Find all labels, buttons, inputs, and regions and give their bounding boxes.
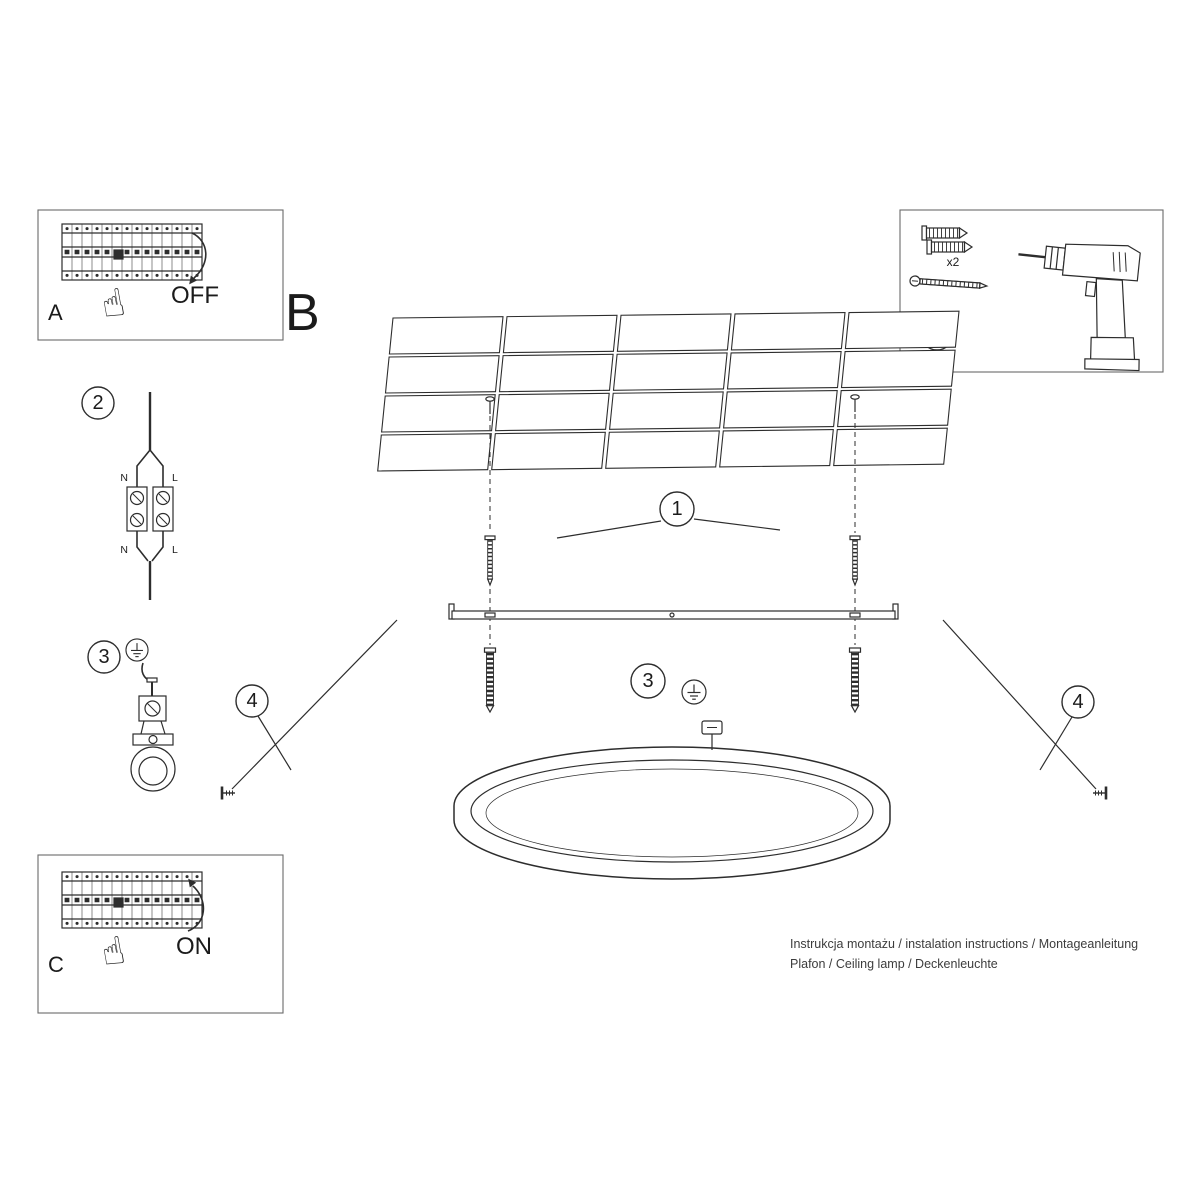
label-n-bottom: N [120, 544, 128, 556]
callout-1-number: 1 [671, 498, 682, 520]
ceiling-pin-left [485, 396, 495, 414]
lamp-rim [470, 759, 874, 863]
ceiling-grid [377, 310, 960, 472]
mounting-screw-icon [485, 536, 495, 585]
terminal-block-icon [126, 486, 174, 532]
plug-count-label: x2 [947, 255, 960, 269]
wiring-diagram: 2 N L N L [81, 386, 178, 600]
label-n-top: N [120, 472, 128, 484]
step-b-letter: B [285, 284, 320, 342]
wire-right-out [151, 531, 164, 562]
clamp-ring-inner [138, 756, 168, 786]
wall-plug-icon [927, 240, 972, 254]
step-c-box: ☝ ON C [37, 854, 284, 1014]
callout-4-left-number: 4 [246, 690, 257, 712]
off-label: OFF [171, 282, 219, 309]
screw-icon [909, 275, 989, 289]
drill-icon [1018, 243, 1141, 372]
wall-anchor-icon [485, 648, 496, 712]
step-c-letter: C [48, 952, 64, 977]
label-l-top: L [172, 472, 178, 484]
breaker-panel-icon [62, 872, 202, 928]
clamp-screw-head [146, 677, 158, 683]
footer: Instrukcja montażu / instalation instruc… [790, 937, 1138, 971]
footer-line-1: Instrukcja montażu / instalation instruc… [790, 937, 1138, 951]
callout-3-main: 3 [630, 663, 707, 705]
wall-plug-icon [922, 226, 967, 240]
ceiling-pin-right [850, 394, 860, 412]
callout-4-right: 4 [1039, 685, 1095, 771]
step-a-letter: A [48, 300, 63, 325]
label-l-bottom: L [172, 544, 178, 556]
footer-line-2: Plafon / Ceiling lamp / Deckenleuchte [790, 957, 998, 971]
callout-2-number: 2 [92, 392, 103, 414]
ground-symbol-icon [681, 679, 707, 705]
callout-2: 2 [81, 386, 115, 420]
pressed-switch-icon [113, 897, 124, 908]
flip-up-arrow-icon [187, 878, 205, 932]
ground-wire-connector [701, 720, 723, 750]
wire-left-out [136, 531, 149, 562]
ceiling-lamp [453, 746, 891, 880]
breaker-panel-icon [62, 224, 202, 280]
pressed-switch-icon [113, 249, 124, 260]
perspective-line-right [942, 619, 1097, 790]
callout-4-right-number: 4 [1072, 691, 1083, 713]
ground-symbol-icon [125, 638, 149, 662]
callout-3-side: 3 [87, 640, 121, 674]
ground-clamp-diagram: 3 [87, 638, 176, 792]
lamp-body [453, 746, 891, 880]
wire-left [136, 449, 151, 487]
on-label: ON [176, 933, 212, 960]
callout-3-side-number: 3 [98, 646, 109, 668]
mounting-screw-icon [850, 536, 860, 585]
callout-4-left: 4 [235, 684, 292, 771]
flip-down-arrow-icon [189, 232, 207, 285]
wall-anchor-icon [850, 648, 861, 712]
callout-3-main-number: 3 [642, 670, 653, 692]
callout-1-fasteners: 1 [556, 491, 781, 539]
perspective-line-left [231, 619, 398, 790]
wire-right [149, 449, 164, 487]
mounting-bracket [448, 603, 899, 620]
lamp-diffuser-edge [485, 768, 859, 858]
step-a-box: ☝ OFF A [37, 209, 284, 341]
